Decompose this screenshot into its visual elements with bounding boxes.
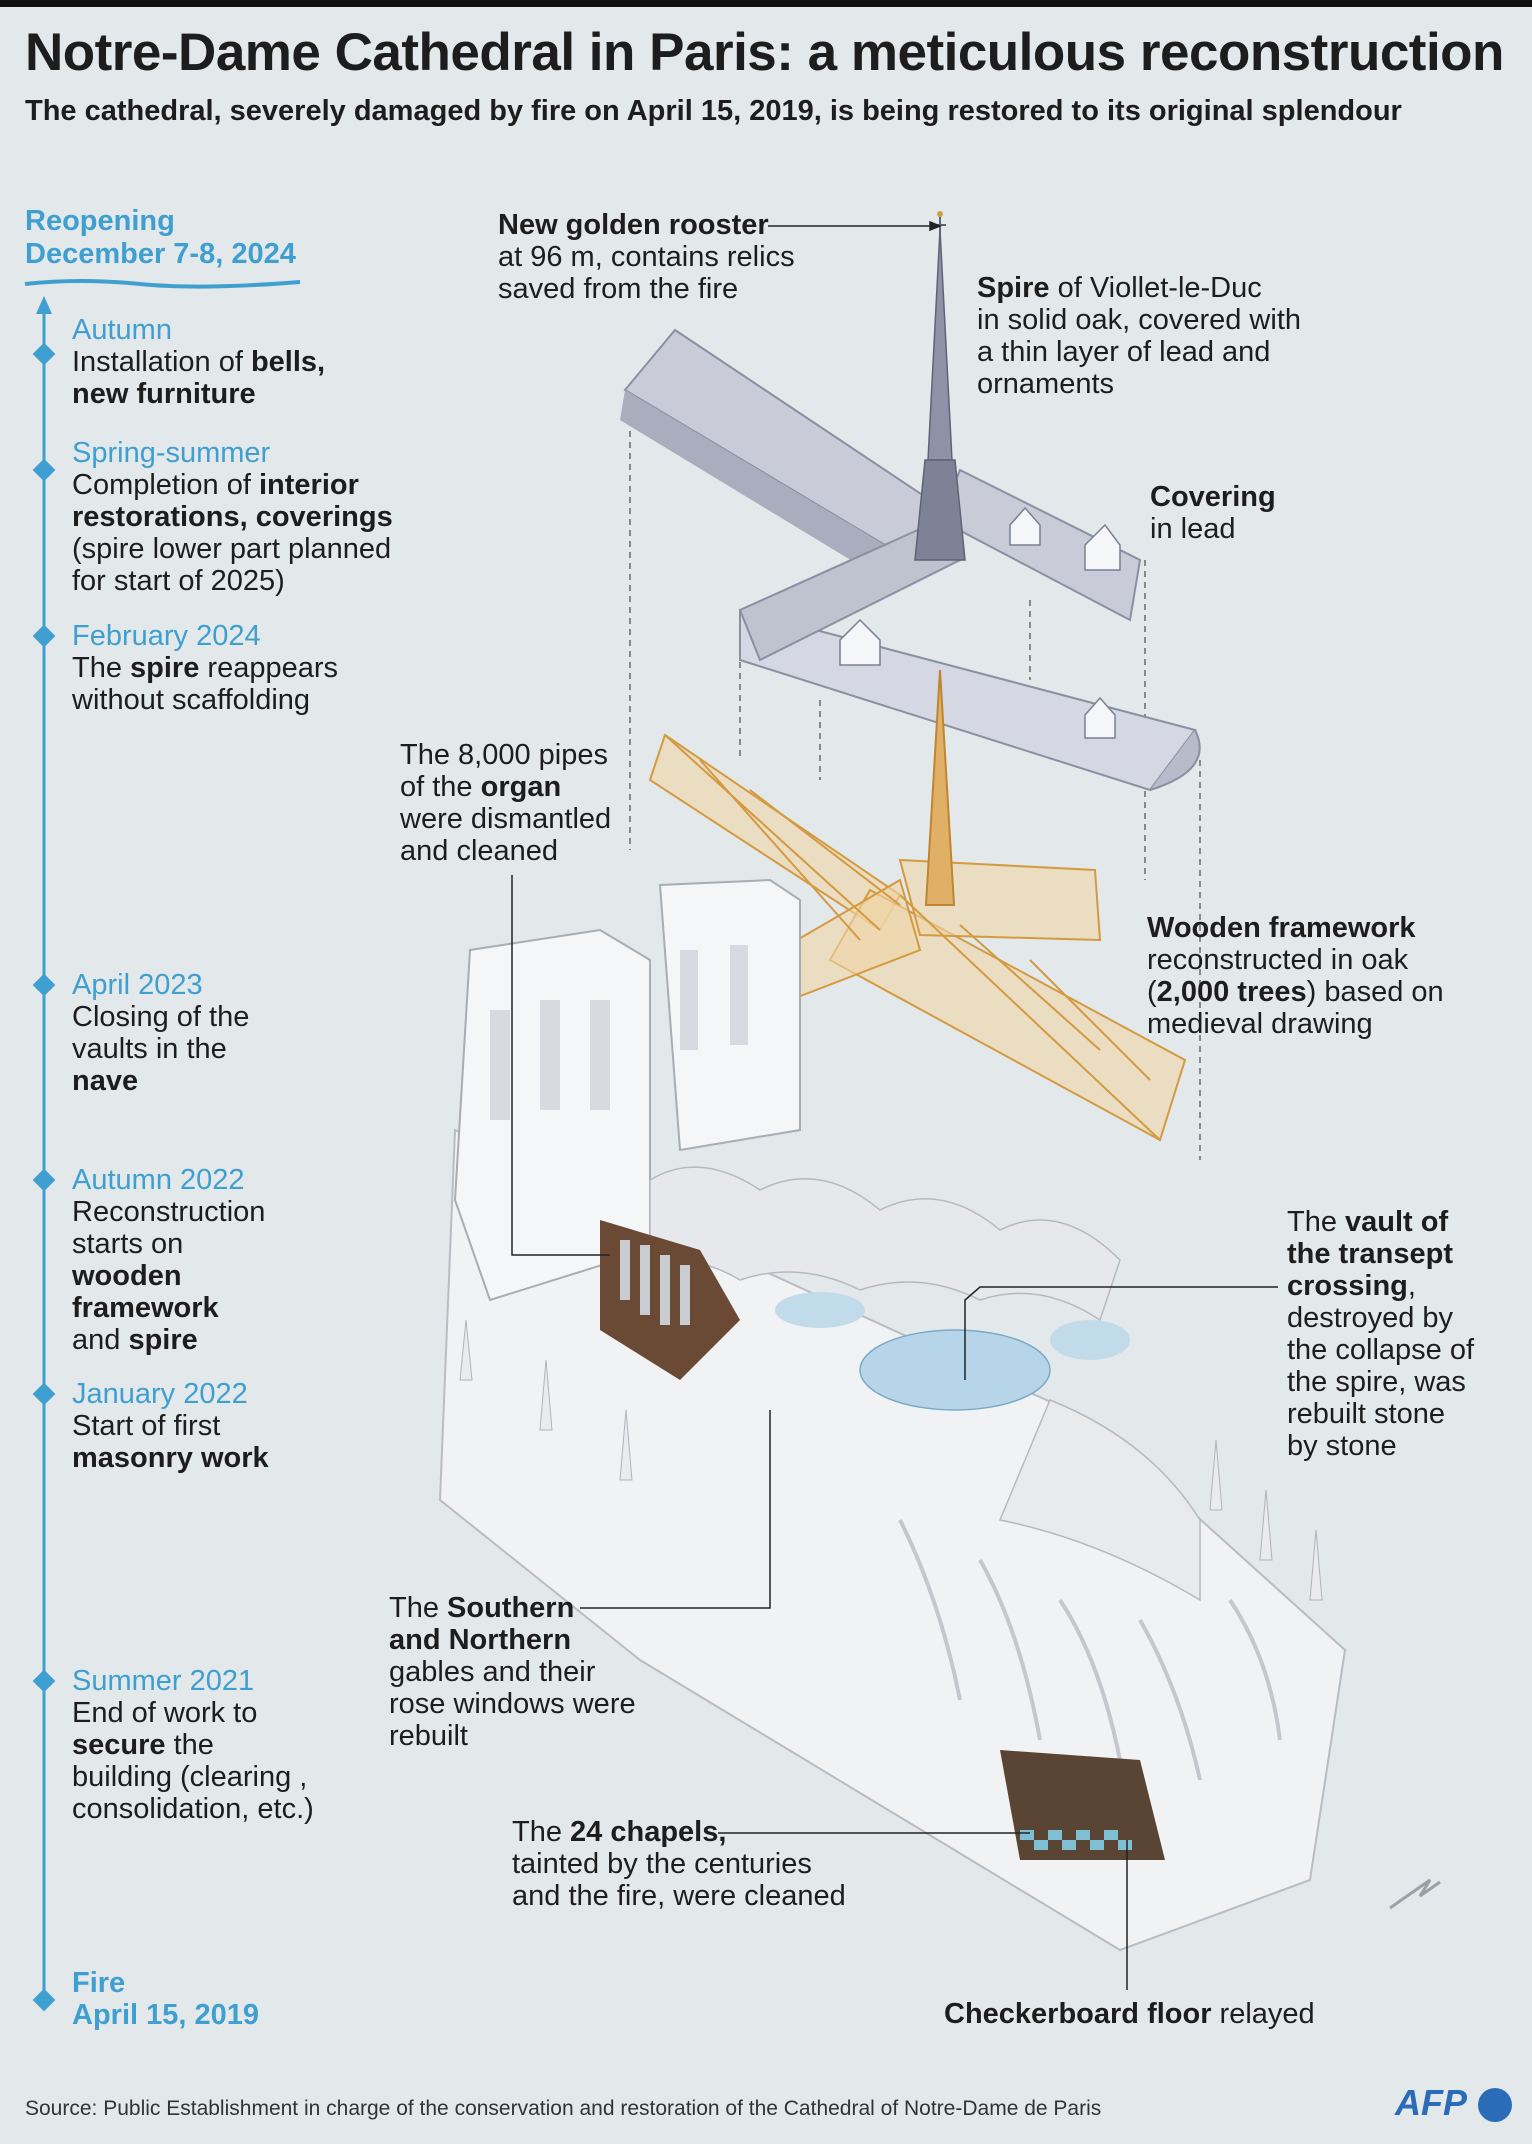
timeline-item: Autumn Installation of bells, new furnit… [72,314,326,410]
timeline-item: February 2024 The spire reappears withou… [72,620,339,716]
timeline-item: January 2022 Start of first masonry work [72,1378,269,1474]
annotation-organ: The 8,000 pipes of the organ were disman… [400,739,612,867]
timeline-date: Autumn [72,314,172,346]
annotation-rooster: New golden rooster at 96 m, contains rel… [498,209,795,305]
page-subtitle: The cathedral, severely damaged by fire … [25,95,1402,127]
timeline-fire: Fire April 15, 2019 [72,1967,259,2031]
afp-logo-dot [1478,2088,1512,2122]
page-title: Notre-Dame Cathedral in Paris: a meticul… [25,23,1504,82]
annotation-framework: Wooden framework reconstructed in oak (2… [1147,912,1444,1040]
timeline-date: January 2022 [72,1378,248,1410]
annotation-vault: The vault of the transept crossing, dest… [1287,1206,1475,1462]
timeline-date: February 2024 [72,620,261,652]
timeline-reopening: Reopening December 7-8, 2024 [25,205,296,271]
reopening-date: December 7-8, 2024 [25,238,296,270]
top-rule [0,0,1532,7]
timeline-item: Spring-summer Completion of interior res… [72,437,393,597]
timeline-date: Summer 2021 [72,1665,255,1697]
annotation-gables: The Southern and Northern gables and the… [389,1592,636,1752]
stone-cathedral [438,878,1347,1952]
annotation-chapels: The 24 chapels, tainted by the centuries… [512,1816,846,1912]
annotation-spire: Spire of Viollet-le-Duc in solid oak, co… [977,272,1301,400]
source-note: Source: Public Establishment in charge o… [25,2097,1102,2120]
spire [914,211,966,561]
timeline-date: April 2023 [72,969,203,1001]
leader-lines [511,220,1278,1990]
afp-logo: AFP [1395,2082,1467,2123]
annotation-covering: Covering in lead [1150,481,1276,545]
lead-roof [620,328,1201,792]
annotation-floor: Checkerboard floor relayed [944,1998,1315,2030]
timeline-date: Spring-summer [72,437,271,469]
timeline-item: Autumn 2022 Reconstruction starts on woo… [72,1164,266,1356]
wooden-framework [648,669,1187,1142]
timeline-item: April 2023 Closing of the vaults in the … [72,969,250,1097]
timeline-item: Summer 2021 End of work to secure the bu… [72,1665,314,1825]
timeline-date: Autumn 2022 [72,1164,245,1196]
reopening-label: Reopening [25,205,175,237]
watermark-glyph [1389,1878,1441,1910]
